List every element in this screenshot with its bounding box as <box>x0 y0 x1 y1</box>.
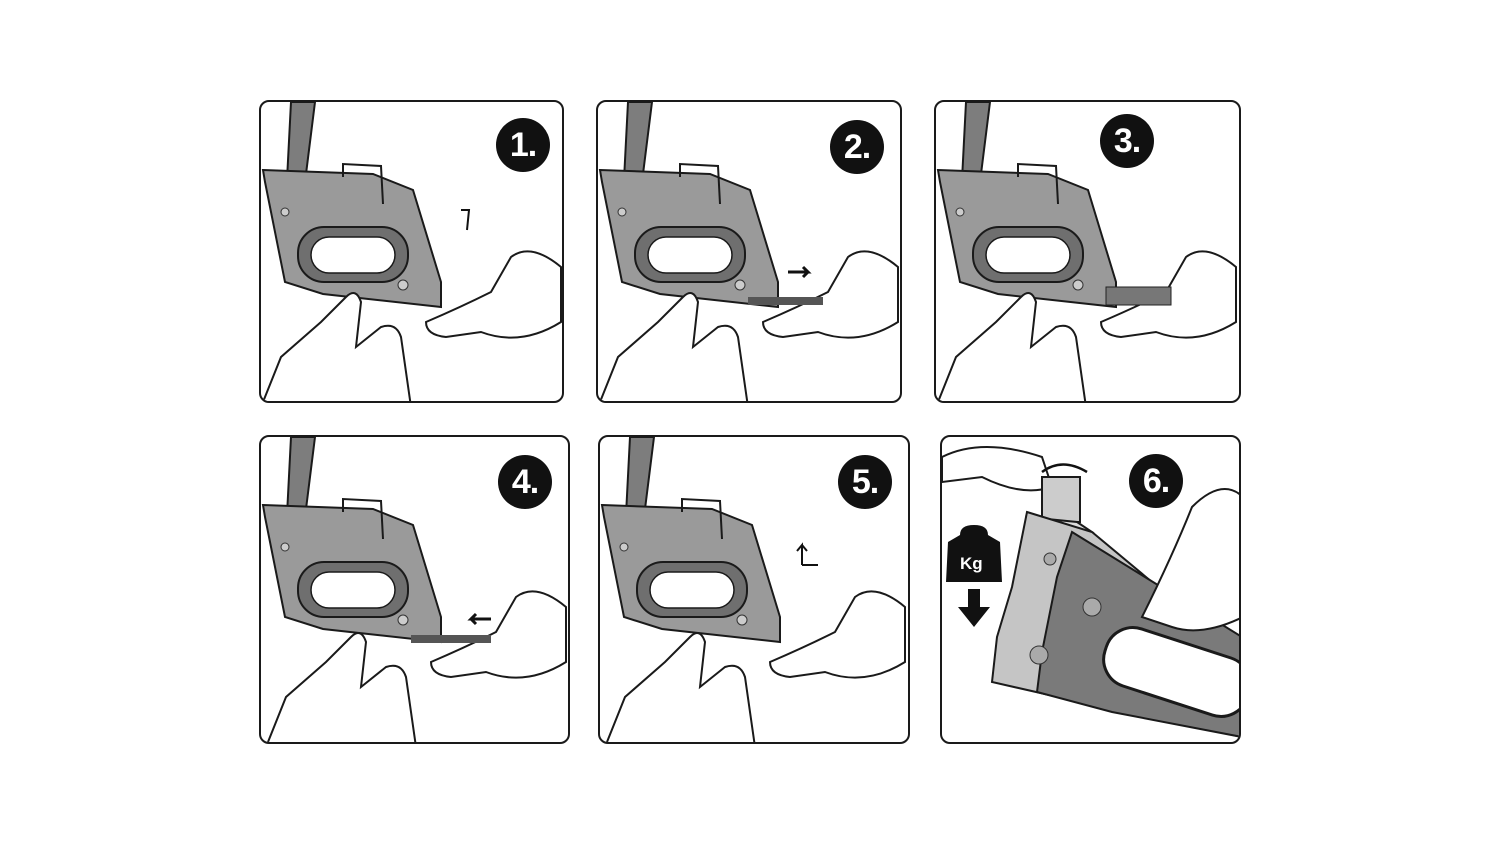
weight-icon <box>946 525 1002 582</box>
step-number-badge: 1. <box>496 118 550 172</box>
step-number-badge: 3. <box>1100 114 1154 168</box>
force-knob <box>1041 476 1081 523</box>
stapler-illustration <box>601 437 906 742</box>
step-panel-4: 4. <box>259 435 570 744</box>
arrow-right-icon <box>788 265 812 279</box>
weight-label: Kg <box>960 554 983 573</box>
stapler-illustration <box>261 102 562 401</box>
stapler-illustration <box>262 437 567 742</box>
step-panel-5: 5. <box>598 435 910 744</box>
staples-strip <box>1105 286 1172 306</box>
stapler-illustration <box>598 102 899 401</box>
stapler-illustration <box>936 102 1237 401</box>
arrow-down-icon <box>958 589 990 627</box>
step-panel-6: Kg 6. <box>940 435 1241 744</box>
rotate-icon <box>1041 463 1088 474</box>
staple-rail <box>748 297 823 305</box>
step-number-badge: 5. <box>838 455 892 509</box>
staple-rail <box>411 635 491 643</box>
step-number-badge: 6. <box>1129 454 1183 508</box>
arrow-left-icon <box>467 612 491 626</box>
step-panel-2: 2. <box>596 100 902 403</box>
step-number-badge: 4. <box>498 455 552 509</box>
step-panel-3: 3. <box>934 100 1241 403</box>
step-number-badge: 2. <box>830 120 884 174</box>
arrow-down-icon <box>461 209 471 231</box>
step-panel-1: 1. <box>259 100 564 403</box>
arrow-up-icon <box>796 542 818 566</box>
force-adjust-illustration <box>942 446 1239 738</box>
